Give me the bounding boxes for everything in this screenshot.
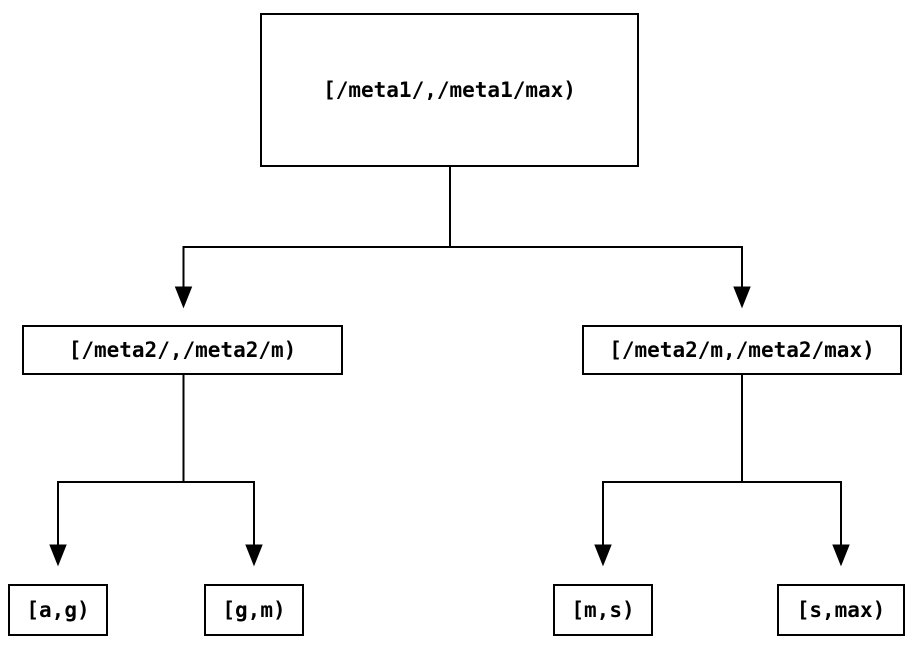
edge-root-children bbox=[174, 167, 751, 309]
node-leaf-smax: [s,max) bbox=[777, 584, 905, 636]
node-meta2-high-label: [/meta2/m,/meta2/max) bbox=[609, 338, 875, 362]
node-root-label: [/meta1/,/meta1/max) bbox=[323, 78, 576, 102]
node-root: [/meta1/,/meta1/max) bbox=[260, 13, 639, 167]
edge-right-children bbox=[594, 375, 850, 567]
node-leaf-ag: [a,g) bbox=[8, 584, 108, 636]
node-leaf-ms: [m,s) bbox=[553, 584, 653, 636]
node-leaf-smax-label: [s,max) bbox=[796, 598, 886, 622]
node-meta2-low: [/meta2/,/meta2/m) bbox=[22, 325, 343, 375]
node-leaf-gm: [g,m) bbox=[204, 584, 304, 636]
arrowhead-ms-icon bbox=[594, 544, 612, 567]
node-meta2-high: [/meta2/m,/meta2/max) bbox=[582, 325, 902, 375]
node-leaf-gm-label: [g,m) bbox=[222, 598, 286, 622]
edge-left-children bbox=[49, 375, 263, 567]
arrowhead-left-icon bbox=[174, 286, 193, 309]
arrowhead-right-icon bbox=[733, 286, 751, 309]
arrowhead-gm-icon bbox=[245, 544, 263, 567]
node-meta2-low-label: [/meta2/,/meta2/m) bbox=[68, 338, 297, 362]
arrowhead-smax-icon bbox=[832, 544, 850, 567]
arrowhead-ag-icon bbox=[49, 544, 67, 567]
node-leaf-ms-label: [m,s) bbox=[571, 598, 635, 622]
node-leaf-ag-label: [a,g) bbox=[26, 598, 90, 622]
